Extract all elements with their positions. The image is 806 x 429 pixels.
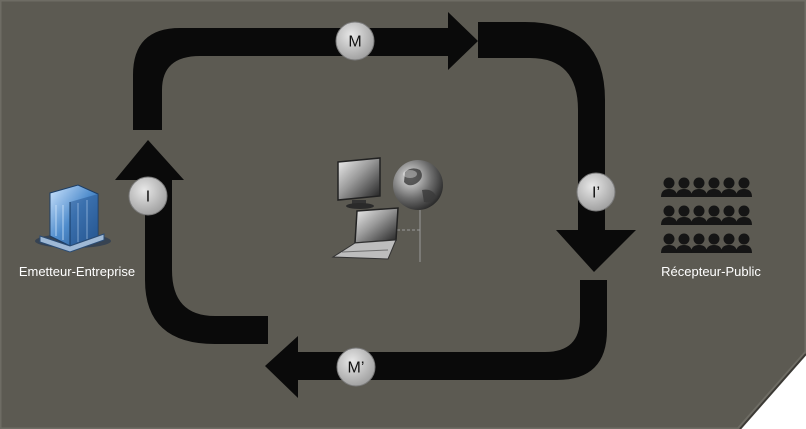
top-arrow [133,12,478,130]
person-body [706,245,722,253]
badge-right-label: I’ [592,185,600,202]
person-head [708,233,720,245]
badge-right: I’ [576,172,616,212]
person-body [676,217,692,225]
person-body [691,217,707,225]
person-head [738,205,750,217]
badge-bottom-label: M’ [348,360,365,377]
person-head [708,205,720,217]
person-head [708,177,720,189]
person-body [661,189,677,197]
person-body [721,245,737,253]
person-head [723,233,735,245]
folded-corner [742,356,806,429]
person-head [663,205,675,217]
person-body [736,245,752,253]
person-body [736,189,752,197]
folded-corner-edge [739,353,806,429]
person-head [678,205,690,217]
person-head [693,177,705,189]
person-head [663,177,675,189]
badge-top: M [335,21,375,61]
person-head [663,233,675,245]
globe-icon [393,160,443,210]
person-head [723,205,735,217]
badge-top-label: M [348,34,361,51]
person-head [693,205,705,217]
network-cluster [331,157,443,262]
badge-left: I [128,176,168,216]
person-head [738,233,750,245]
person-body [736,217,752,225]
office-building-icon [35,184,111,253]
audience-crowd-icon [661,177,752,253]
badge-bottom: M’ [336,347,376,387]
person-body [661,245,677,253]
person-body [676,189,692,197]
person-body [706,189,722,197]
person-head [678,233,690,245]
person-head [738,177,750,189]
person-body [721,189,737,197]
badge-left-label: I [146,189,150,206]
person-body [721,217,737,225]
desktop-monitor-icon [337,157,381,209]
person-body [676,245,692,253]
person-head [723,177,735,189]
person-head [678,177,690,189]
person-head [693,233,705,245]
sender-label: Emetteur-Entreprise [19,264,135,279]
person-body [706,217,722,225]
receiver-label: Récepteur-Public [661,264,761,279]
laptop-icon [331,207,399,260]
person-body [691,189,707,197]
person-body [661,217,677,225]
person-body [691,245,707,253]
